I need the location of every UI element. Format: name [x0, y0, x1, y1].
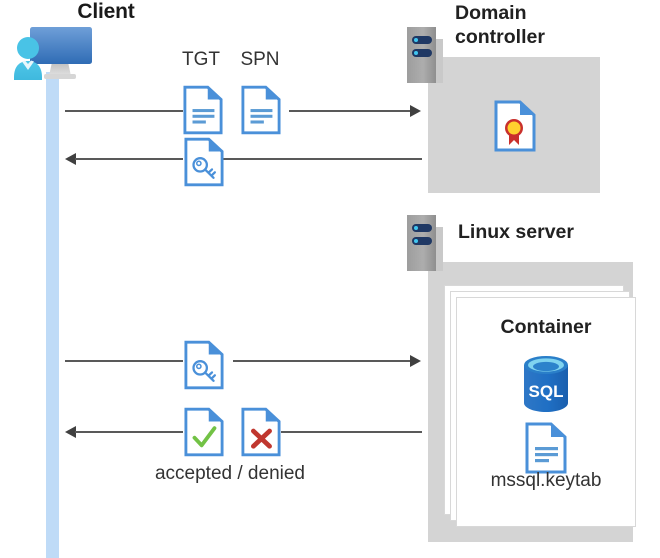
client-computer-icon	[8, 24, 108, 86]
client-label: Client	[77, 0, 135, 23]
message-1-line-right	[289, 110, 411, 112]
domain-controller-server-rack-icon	[407, 27, 443, 83]
message-4-line-left	[75, 431, 183, 433]
spn-document-icon	[241, 85, 281, 140]
container-label: Container	[500, 316, 592, 338]
domain-controller-label-line2: controller	[455, 25, 545, 48]
certificate-document-icon	[494, 100, 536, 157]
message-2-arrowhead	[65, 153, 76, 165]
service-ticket-key-document-icon-2	[184, 340, 224, 395]
message-1-arrowhead	[410, 105, 421, 117]
keytab-file-label: mssql.keytab	[490, 470, 602, 491]
denied-cross-document-icon	[241, 407, 281, 462]
container-card-front: Container SQL	[456, 297, 636, 527]
linux-server-label: Linux server	[458, 221, 574, 243]
message-2-line-right	[223, 158, 422, 160]
linux-server-server-rack-icon	[407, 215, 443, 271]
tgt-document-icon	[183, 85, 223, 140]
message-4-arrowhead	[65, 426, 76, 438]
client-lifeline	[46, 72, 59, 558]
message-3-line-left	[65, 360, 183, 362]
domain-controller-label-line1: Domain	[455, 2, 527, 24]
sql-database-icon: SQL	[519, 354, 573, 419]
message-4-line-right	[281, 431, 422, 433]
tgt-label: TGT	[182, 49, 220, 70]
domain-controller-label: Domain controller	[455, 2, 655, 50]
accepted-denied-caption: accepted / denied	[154, 463, 305, 484]
service-ticket-key-document-icon-1	[184, 137, 224, 192]
message-2-line-left	[75, 158, 183, 160]
keytab-document-icon	[525, 422, 567, 479]
message-3-line-right	[233, 360, 411, 362]
accepted-check-document-icon	[184, 407, 224, 462]
message-1-line-left	[65, 110, 183, 112]
svg-text:SQL: SQL	[529, 382, 564, 401]
message-3-arrowhead	[410, 355, 421, 367]
spn-label: SPN	[240, 49, 280, 70]
